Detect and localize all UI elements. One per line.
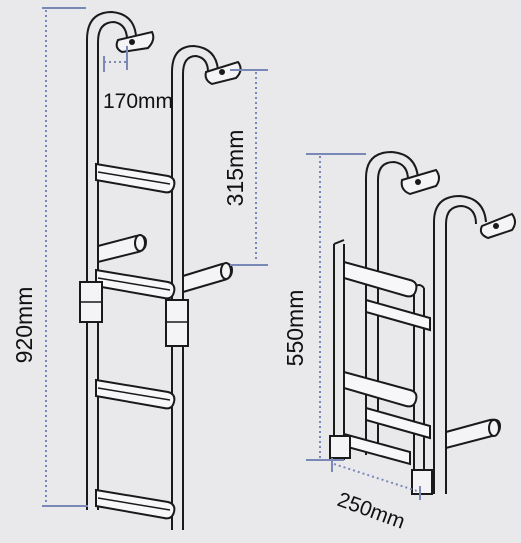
folded-step-1 bbox=[343, 260, 418, 298]
dimension-250 bbox=[331, 458, 421, 500]
left-ladder-left-rail bbox=[86, 10, 137, 510]
step-2 bbox=[95, 268, 176, 300]
folded-step-2 bbox=[343, 370, 418, 408]
label-920mm: 920mm bbox=[11, 287, 37, 364]
step-1 bbox=[95, 162, 176, 194]
label-550mm: 550mm bbox=[282, 290, 308, 367]
dimension-920 bbox=[42, 7, 88, 507]
right-standoff bbox=[182, 262, 234, 294]
step-4 bbox=[95, 488, 176, 520]
folded-step-4 bbox=[365, 406, 431, 440]
dimension-170 bbox=[103, 46, 128, 72]
folded-step-3 bbox=[365, 298, 431, 332]
label-170mm: 170mm bbox=[103, 90, 173, 113]
left-ladder bbox=[79, 10, 242, 530]
label-315mm: 315mm bbox=[222, 130, 248, 207]
dimension-550 bbox=[306, 153, 366, 461]
left-hinge bbox=[79, 281, 103, 323]
left-ladder-right-rail bbox=[171, 44, 219, 530]
step-3 bbox=[95, 378, 176, 410]
folded-front-rail bbox=[433, 194, 487, 494]
dimension-315 bbox=[230, 69, 268, 266]
folded-steps bbox=[343, 260, 431, 466]
right-ladder bbox=[329, 150, 516, 495]
folded-back-rail bbox=[365, 150, 419, 455]
left-standoff bbox=[97, 234, 148, 264]
folded-hinge-right bbox=[411, 469, 433, 495]
label-250mm: 250mm bbox=[334, 488, 408, 534]
folded-hinge-left bbox=[329, 435, 351, 459]
folded-standoff bbox=[445, 418, 502, 450]
left-ladder-steps bbox=[95, 162, 176, 520]
right-hinge bbox=[165, 299, 189, 347]
